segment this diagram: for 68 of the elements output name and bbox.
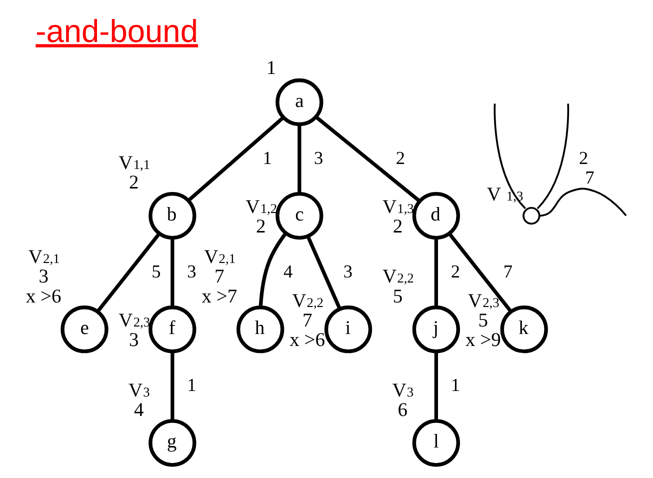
node-label: 7: [302, 310, 312, 332]
node-circle: [522, 206, 540, 225]
edge-label: 7: [585, 167, 594, 188]
node-label: 5: [478, 310, 488, 332]
node-label: V2,3: [468, 291, 500, 312]
node-circle: f: [148, 306, 196, 354]
connector: [170, 238, 174, 308]
node-label: 2: [256, 216, 266, 238]
connector: [539, 188, 627, 217]
edge-label: 7: [503, 261, 512, 282]
node-circle: i: [324, 306, 372, 354]
node-label: 2: [392, 216, 403, 238]
node-circle: b: [148, 192, 196, 240]
edge-label: 1: [450, 375, 460, 396]
node-label: V3: [128, 380, 150, 402]
edge-label: 1: [187, 375, 196, 396]
connector: [306, 236, 342, 310]
node-label: x >6: [26, 286, 62, 308]
node-label: 2: [129, 172, 139, 194]
node-label: 3: [38, 266, 48, 288]
node-label: V2,2: [382, 266, 414, 288]
node-label: V1,3: [382, 197, 414, 218]
edge-label: 3: [343, 261, 353, 282]
node-label: 1: [266, 58, 276, 79]
node-label: 7: [214, 266, 224, 288]
connector: [187, 116, 285, 202]
node-circle: e: [60, 306, 108, 354]
node-label: 6: [398, 400, 408, 421]
node-label: V2,2: [292, 291, 324, 312]
edge-label: 5: [152, 261, 161, 282]
node-circle: k: [500, 306, 548, 354]
node-label: V2,3: [118, 310, 150, 332]
node-circle: a: [276, 78, 324, 126]
edge-label: 2: [450, 261, 460, 282]
node-label: 5: [392, 286, 403, 308]
node-circle: l: [412, 419, 460, 467]
node-label: x >6: [290, 330, 326, 352]
node-label: x >9: [465, 330, 501, 352]
connector: [258, 232, 288, 308]
connector: [434, 238, 438, 308]
node-label: V2,1: [204, 247, 236, 268]
node-label: V1,2: [246, 197, 278, 218]
connector: [448, 232, 512, 313]
connector: [96, 232, 160, 313]
node-circle: g: [148, 419, 196, 467]
node-label: V3: [392, 380, 414, 402]
edge-label: 3: [314, 148, 324, 168]
edge-label: 1: [262, 148, 272, 168]
node-circle: j: [412, 306, 460, 354]
node-label: V2,1: [28, 247, 60, 268]
connector: [315, 116, 421, 203]
node-label: V1,1: [118, 153, 150, 174]
node-label: x >7: [202, 286, 238, 308]
diagram-title: -and-bound: [36, 13, 198, 50]
edge-label: 2: [579, 148, 588, 168]
connector: [434, 352, 438, 421]
node-circle: d: [412, 192, 460, 240]
connector: [494, 104, 526, 210]
connector: [298, 124, 302, 194]
node-circle: h: [236, 306, 284, 354]
edge-label: 2: [396, 148, 406, 168]
node-label: 3: [129, 330, 139, 352]
connector: [170, 352, 174, 421]
edge-label: 3: [187, 261, 196, 282]
edge-label: 4: [284, 261, 293, 282]
node-circle: c: [276, 192, 324, 240]
node-label: 4: [134, 400, 144, 421]
connector: [536, 104, 570, 210]
